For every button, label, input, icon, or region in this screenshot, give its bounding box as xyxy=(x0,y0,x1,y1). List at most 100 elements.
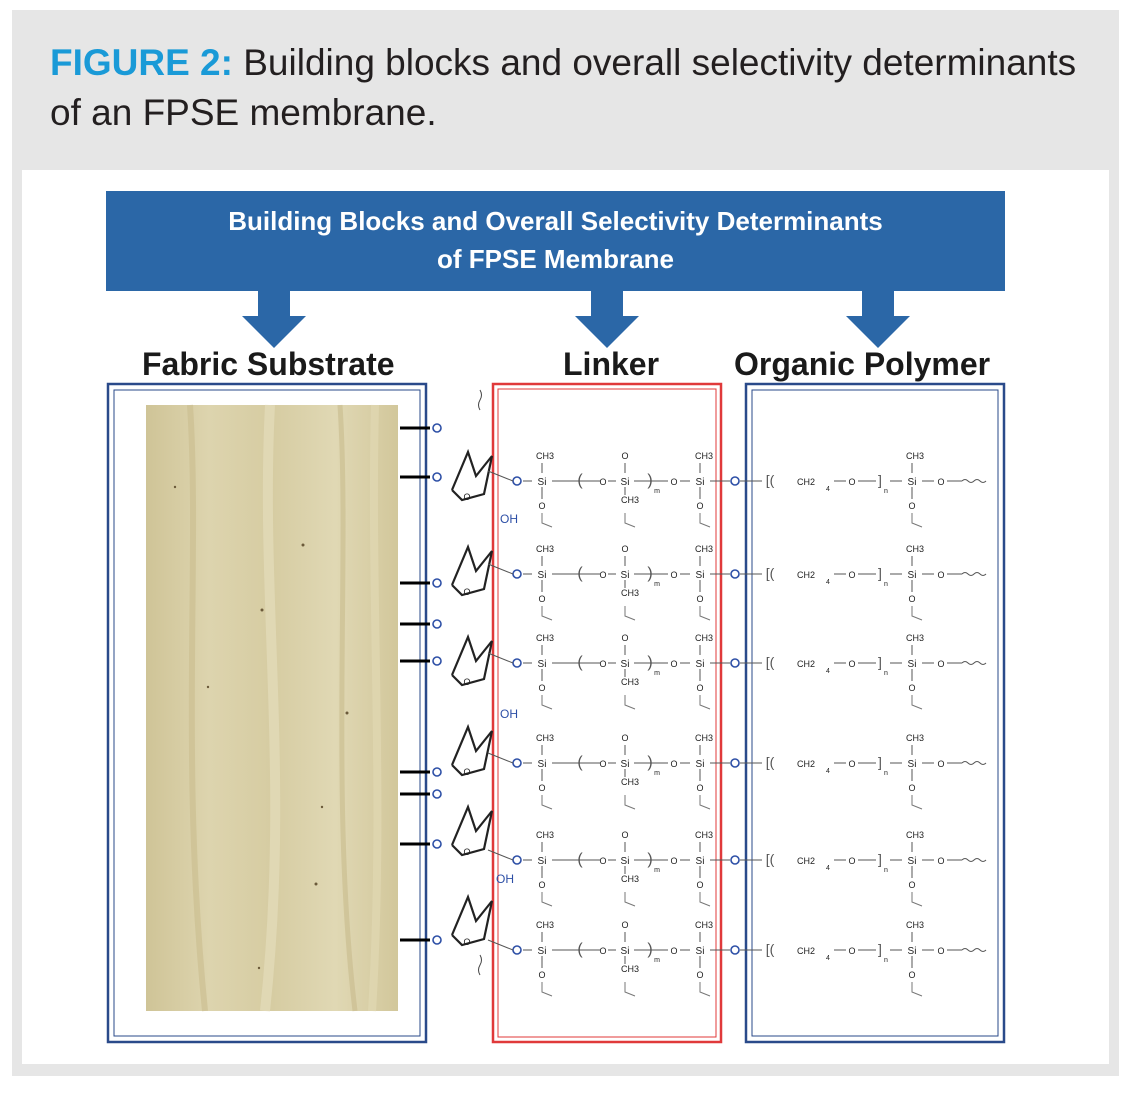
bracket: [( xyxy=(766,851,775,867)
oxygen-label: O xyxy=(937,856,944,866)
subscript-m: m xyxy=(654,770,660,777)
silicon-atom: Si xyxy=(696,477,705,488)
methyl-label: CH3 xyxy=(536,830,554,840)
oxygen-label: O xyxy=(848,659,855,669)
bracket: ] xyxy=(878,654,882,670)
linker-oxygen xyxy=(512,855,522,865)
oxygen-label: O xyxy=(908,783,915,793)
oxygen-label: O xyxy=(937,659,944,669)
chain-tail xyxy=(911,513,923,528)
bond xyxy=(487,652,514,664)
fabric-box xyxy=(106,382,428,1044)
oxygen-label: O xyxy=(670,659,677,669)
hydroxyl-label: OH xyxy=(500,512,518,526)
cellulose-ring xyxy=(450,633,494,687)
methyl-label: CH3 xyxy=(621,874,639,884)
fabric-substrate-image xyxy=(146,404,398,1012)
subscript-n: n xyxy=(884,957,888,964)
oxygen-label: O xyxy=(538,501,545,511)
chain-continuation xyxy=(961,572,987,576)
oxygen-label: O xyxy=(538,970,545,980)
oxygen-label: O xyxy=(599,759,606,769)
label-organic-polymer: Organic Polymer xyxy=(734,346,991,382)
oxygen-label: O xyxy=(908,683,915,693)
oxygen-label: O xyxy=(621,920,628,930)
bracket: ) xyxy=(647,654,652,671)
cellulose-ring xyxy=(450,893,494,947)
chain-tail xyxy=(911,892,923,907)
linker-oxygen xyxy=(512,945,522,955)
bracket: ) xyxy=(647,565,652,582)
oxygen-label: O xyxy=(937,946,944,956)
methyl-label: CH3 xyxy=(906,733,924,743)
chain-continuation xyxy=(961,858,987,862)
bond xyxy=(487,752,514,764)
oxygen-label: O xyxy=(848,759,855,769)
chain-tail xyxy=(699,795,711,810)
bracket: ] xyxy=(878,851,882,867)
subscript-n: n xyxy=(884,670,888,677)
silicon-atom: Si xyxy=(696,759,705,770)
methyl-label: CH3 xyxy=(621,588,639,598)
bracket: ] xyxy=(878,754,882,770)
bracket: ) xyxy=(647,851,652,868)
methyl-label: CH3 xyxy=(536,633,554,643)
oxygen-label: O xyxy=(696,970,703,980)
chain-tail xyxy=(624,513,636,528)
oxygen-label: O xyxy=(670,759,677,769)
methylene-label: CH2 xyxy=(797,856,815,866)
tether-oxygen xyxy=(432,423,442,433)
figure-caption: FIGURE 2: Building blocks and overall se… xyxy=(50,38,1100,138)
oxygen-label: O xyxy=(696,683,703,693)
oxygen-label: O xyxy=(670,856,677,866)
bracket: [( xyxy=(766,941,775,957)
oxygen-label: O xyxy=(848,946,855,956)
tether-oxygen xyxy=(432,935,442,945)
methyl-label: CH3 xyxy=(536,544,554,554)
oxygen-label: O xyxy=(621,451,628,461)
arrow-to-linker xyxy=(575,290,639,348)
label-fabric-substrate: Fabric Substrate xyxy=(142,346,395,382)
silicon-atom: Si xyxy=(538,570,547,581)
arrow-to-polymer xyxy=(846,290,910,348)
silicon-atom: Si xyxy=(696,659,705,670)
chain-tail xyxy=(911,982,923,997)
methyl-label: CH3 xyxy=(906,451,924,461)
chain-tail xyxy=(699,513,711,528)
bracket: ( xyxy=(577,941,583,958)
label-linker: Linker xyxy=(563,346,660,382)
methyl-label: CH3 xyxy=(536,451,554,461)
oxygen-label: O xyxy=(696,594,703,604)
oxygen-label: O xyxy=(599,477,606,487)
methylene-label: CH2 xyxy=(797,477,815,487)
bracket: ) xyxy=(647,941,652,958)
oxygen-label: O xyxy=(538,783,545,793)
banner: Building Blocks and Overall Selectivity … xyxy=(106,191,1005,291)
methyl-label: CH3 xyxy=(536,733,554,743)
methyl-label: CH3 xyxy=(906,830,924,840)
chain-tail xyxy=(624,695,636,710)
subscript-n: n xyxy=(884,488,888,495)
methyl-label: CH3 xyxy=(695,830,713,840)
bracket: ( xyxy=(577,565,583,582)
bracket: [( xyxy=(766,654,775,670)
chain-tail xyxy=(541,606,553,621)
chain-tail xyxy=(911,606,923,621)
banner-line-2: of FPSE Membrane xyxy=(437,244,674,274)
oxygen-label: O xyxy=(621,633,628,643)
polymer-box xyxy=(744,382,1006,1044)
subscript-m: m xyxy=(654,488,660,495)
bracket: ] xyxy=(878,565,882,581)
bond xyxy=(487,470,514,482)
methyl-label: CH3 xyxy=(695,733,713,743)
linker-oxygen xyxy=(730,945,740,955)
linker-oxygen xyxy=(730,855,740,865)
subscript-m: m xyxy=(654,957,660,964)
subscript-m: m xyxy=(654,670,660,677)
oxygen-label: O xyxy=(538,880,545,890)
bracket: ) xyxy=(647,472,652,489)
silicon-atom: Si xyxy=(621,659,630,670)
oxygen-label: O xyxy=(908,970,915,980)
chain-tail xyxy=(699,606,711,621)
